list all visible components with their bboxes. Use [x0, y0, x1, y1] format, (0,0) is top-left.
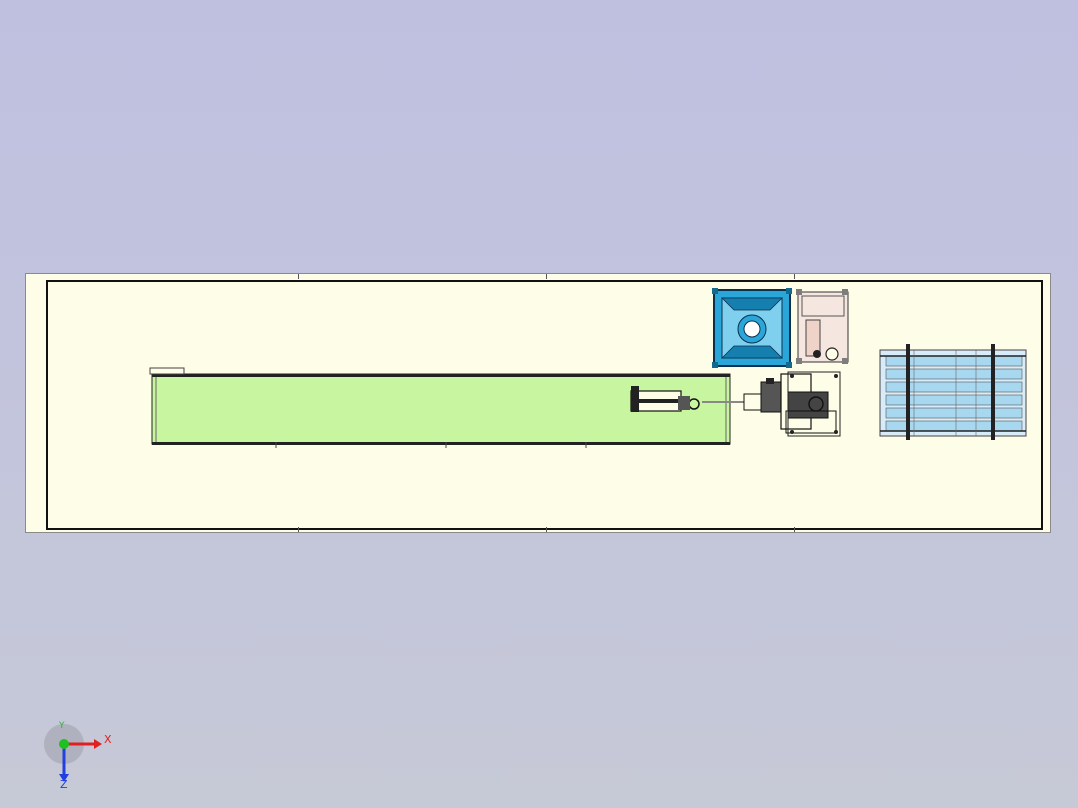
zone-tick	[546, 274, 547, 279]
gripper-tool[interactable]	[630, 386, 700, 412]
triad-axes	[44, 724, 102, 782]
orientation-triad[interactable]: X Y Z	[44, 721, 120, 791]
zone-tick	[794, 527, 795, 532]
robot-arm[interactable]	[702, 373, 837, 434]
layout-drawing	[149, 288, 1027, 448]
rotary-table[interactable]	[712, 288, 792, 368]
zone-tick	[298, 274, 299, 279]
zone-tick	[794, 274, 795, 279]
triad-x-label: X	[104, 733, 112, 746]
storage-rack[interactable]	[879, 344, 1027, 440]
triad-y-label: Y	[59, 721, 65, 731]
drawing-sheet[interactable]	[25, 273, 1051, 533]
triad-z-label: Z	[60, 778, 68, 791]
zone-tick	[298, 527, 299, 532]
fixture-station[interactable]	[796, 289, 849, 364]
zone-tick	[546, 527, 547, 532]
drawing-border-frame	[46, 280, 1043, 530]
robot-base-plate[interactable]	[787, 371, 841, 437]
